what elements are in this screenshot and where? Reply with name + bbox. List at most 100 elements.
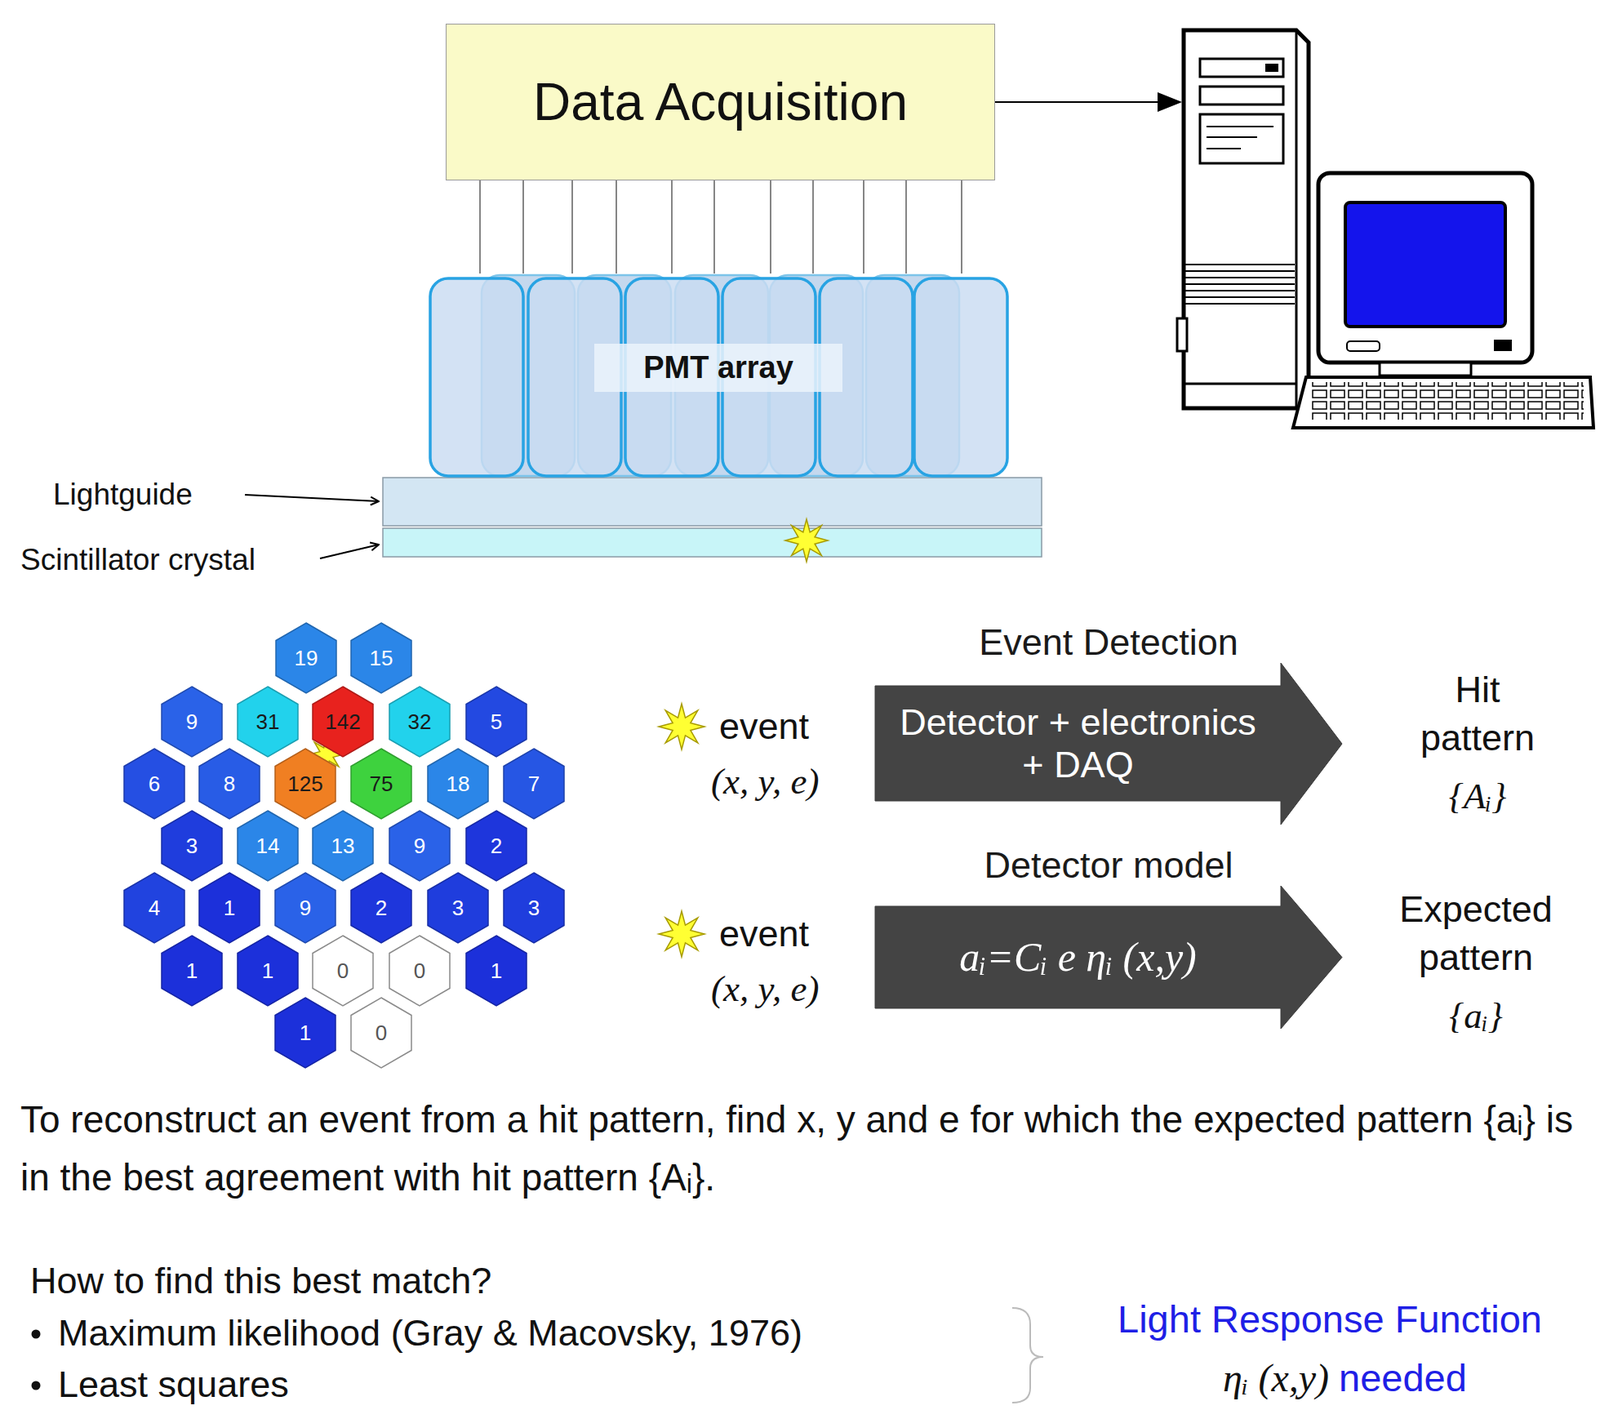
pmt-hex-cell: 2 [465,809,528,882]
hex-shape [466,935,527,1006]
hit-count: 0 [375,1020,387,1046]
hex-shape [466,686,527,757]
hex-shape [312,686,374,757]
signal-wire [960,180,962,274]
leader-line [244,494,379,502]
pmt-hex-cell: 0 [311,934,374,1007]
signal-wire [522,180,524,274]
arrow-head [1157,92,1183,112]
pmt-hex-cell: 3 [160,809,223,882]
text-label: needed [1338,1352,1467,1403]
process-box: Data Acquisition [445,23,996,181]
signal-wire [479,180,480,274]
connector-wire [713,180,715,274]
event-star [658,911,705,957]
hit-count: 1 [186,958,198,984]
pmt-hex-cell: 4 [123,871,186,944]
hex-shape [237,810,298,881]
hit-count: 14 [256,833,280,859]
arrow-shape [875,885,1343,1029]
pmt-hex-cell: 5 [465,685,528,758]
event-star [785,519,828,562]
arrow-body-text: Detector + electronics + DAQ [891,685,1265,801]
pmt-hex-cell: 1 [160,934,223,1007]
signal-wire [812,180,814,274]
hit-count: 7 [528,771,540,797]
pmt-hex-cell: 9 [160,685,223,758]
pmt-hex-cell: 18 [426,747,489,820]
hex-shape [351,622,412,694]
text-label: Scintillator crystal [20,540,256,580]
hit-count: 142 [324,709,360,735]
hex-shape [427,748,489,819]
pmt-label: PMT array [594,343,843,392]
brace [1012,1307,1044,1403]
pmt-hex-cell: 19 [275,622,338,694]
text-label: (x, y, e) [711,757,819,806]
hit-count: 31 [256,709,280,735]
hit-count: 0 [337,958,349,984]
hex-shape [161,935,223,1006]
hex-shape [199,872,260,943]
hit-count: 0 [413,958,426,984]
hex-shape [351,872,412,943]
pmt-hex-cell: 142 [311,685,374,758]
pmt-hex-cell: 1 [198,871,261,944]
pmt-hex-cell: 6 [123,747,186,820]
hit-count: 3 [186,833,198,859]
hex-shape [427,872,489,943]
pmt-hex-cell: 1 [465,934,528,1007]
hit-count: 13 [331,833,356,859]
text-label: (x, y, e) [711,964,819,1014]
hit-count: 6 [148,771,160,797]
pmt-hex-cell: 31 [236,685,299,758]
leader-line [320,544,379,559]
hex-shape [124,872,185,943]
hit-count: 2 [490,833,503,859]
text-label: Maximum likelihood (Gray & Macovsky, 197… [57,1309,803,1358]
process-arrow: Event DetectionDetector + electronics + … [875,622,1343,825]
text-label: ηᵢ (x,y) [1222,1352,1329,1404]
text-label: Hit pattern [1395,666,1560,762]
hit-count: 8 [223,771,236,797]
pmt-hex-cell: 125 [274,747,337,820]
hex-shape [161,810,223,881]
pmt-hex-cell: 8 [198,747,261,820]
pmt-hex-cell: 9 [274,871,337,944]
hit-count: 1 [262,958,274,984]
pmt-hex-cell: 0 [350,996,413,1069]
hit-count: 4 [148,895,160,921]
hit-count: 9 [413,833,426,859]
signal-wire [769,180,771,274]
text-label: event [719,910,809,959]
hit-count: 2 [375,895,387,921]
pmt-hex-cell: 75 [350,747,413,820]
star-group [309,519,828,957]
pmt-array: PMT array [428,273,1009,478]
hex-shape [124,748,185,819]
signal-wire [671,180,672,274]
hit-count: 9 [186,709,198,735]
hit-count: 1 [490,958,503,984]
text-label: event [719,702,809,752]
hit-count: 75 [369,771,394,797]
pmt-hex-cell: 32 [388,685,451,758]
hex-shape [389,686,450,757]
hex-shape [237,686,298,757]
signal-wire [571,180,573,274]
pmt-hex-cell: 1 [274,996,337,1069]
hex-shape [275,872,336,943]
pmt-hex-cell: 3 [426,871,489,944]
hit-count: 32 [408,709,432,735]
arrow-shape [875,662,1343,825]
pmt-hex-cell: 3 [502,871,565,944]
bullet [31,1381,41,1391]
signal-wire [905,180,907,274]
process-arrow: Detector modelaᵢ=Cᵢ e ηᵢ (x,y) [875,844,1343,1029]
arrow-body-text: aᵢ=Cᵢ e ηᵢ (x,y) [891,906,1265,1009]
pmt-hex-cell: 1 [236,934,299,1007]
hex-shape [503,872,565,943]
hit-count: 3 [452,895,464,921]
pmt-tube [430,278,524,476]
